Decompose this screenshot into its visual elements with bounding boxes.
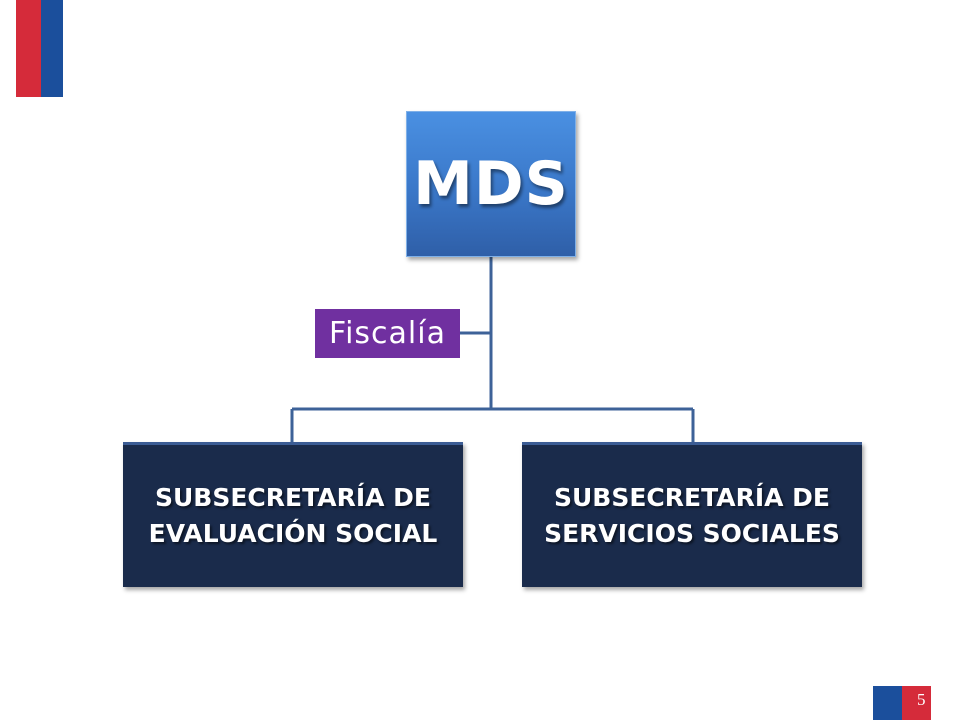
child-node-label-line2: SERVICIOS SOCIALES (544, 519, 840, 548)
page-number: 5 (917, 690, 926, 709)
badge-blue-stripe (873, 686, 902, 720)
child-node-label-line2: EVALUACIÓN SOCIAL (148, 519, 438, 548)
root-node-label: MDS (413, 149, 569, 219)
root-node-mds: MDS (406, 111, 576, 257)
flag-blue-stripe (41, 0, 63, 97)
child-node-servicios-sociales: SUBSECRETARÍA DE SERVICIOS SOCIALES (522, 442, 862, 587)
flag-red-stripe (16, 0, 41, 97)
child-node-evaluacion-social: SUBSECRETARÍA DE EVALUACIÓN SOCIAL (123, 442, 463, 587)
assistant-node-fiscalia: Fiscalía (315, 309, 460, 358)
badge-red-stripe (902, 686, 931, 720)
assistant-node-label: Fiscalía (329, 316, 446, 351)
child-node-label-line1: SUBSECRETARÍA DE (553, 482, 830, 512)
child-node-label-line1: SUBSECRETARÍA DE (154, 482, 431, 512)
page-number-badge: 5 (873, 686, 931, 720)
